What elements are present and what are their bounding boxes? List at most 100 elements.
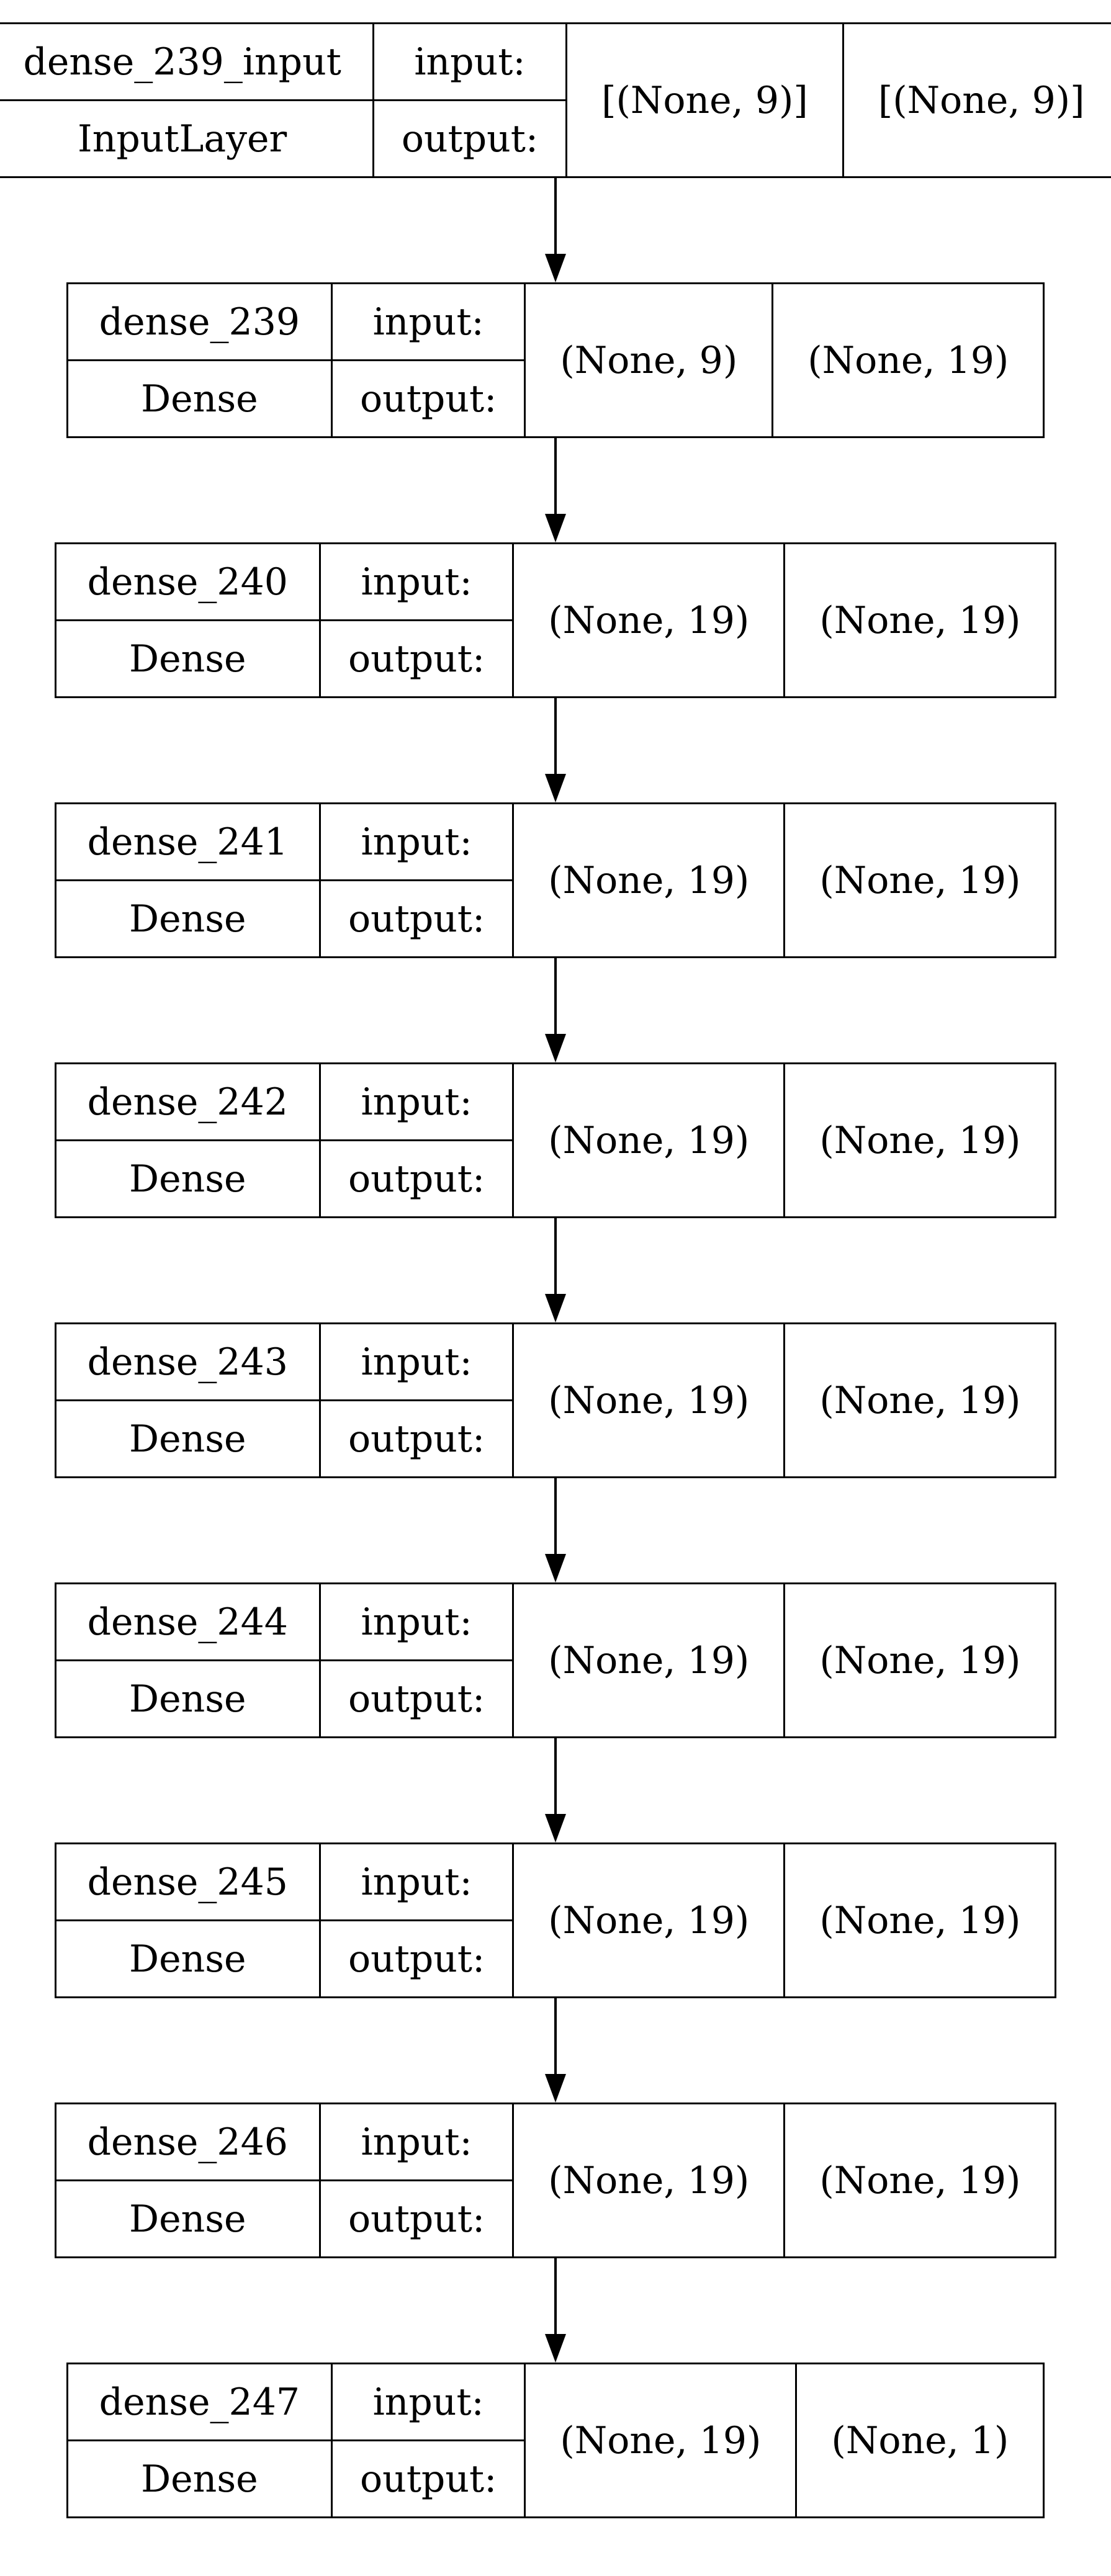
io-label-column: input: output: xyxy=(318,2104,513,2256)
io-label-column: input: output: xyxy=(318,1064,513,1216)
input-shape: (None, 19) xyxy=(512,1324,783,1476)
io-label-column: input: output: xyxy=(331,284,524,436)
edge-arrow xyxy=(545,438,566,542)
output-label: output: xyxy=(320,1139,513,1216)
layer-node-dense-241: dense_241 Dense input: output: (None, 19… xyxy=(54,802,1057,958)
input-label: input: xyxy=(361,560,472,604)
io-label-column: input: output: xyxy=(372,24,566,176)
input-shape: (None, 19) xyxy=(512,1584,783,1736)
output-shape: [(None, 9)] xyxy=(842,24,1111,176)
input-label: input: xyxy=(414,40,526,84)
layer-node-dense-246: dense_246 Dense input: output: (None, 19… xyxy=(54,2103,1057,2258)
arrowhead-icon xyxy=(545,2334,566,2363)
input-label: input: xyxy=(361,2120,472,2164)
layer-name-type-column: dense_244 Dense xyxy=(56,1584,319,1736)
layer-name: dense_246 xyxy=(87,2120,288,2164)
output-label: output: xyxy=(320,1659,513,1736)
input-shape: [(None, 9)] xyxy=(565,24,842,176)
input-label: input: xyxy=(372,300,484,344)
layer-type: Dense xyxy=(56,619,319,696)
layer-node-dense-240: dense_240 Dense input: output: (None, 19… xyxy=(54,542,1057,698)
layer-type: Dense xyxy=(56,879,319,956)
layer-node-dense-244: dense_244 Dense input: output: (None, 19… xyxy=(54,1582,1057,1738)
layer-node-dense-243: dense_243 Dense input: output: (None, 19… xyxy=(54,1322,1057,1478)
layer-name-type-column: dense_242 Dense xyxy=(56,1064,319,1216)
layer-name: dense_245 xyxy=(87,1860,288,1904)
input-label: input: xyxy=(372,2380,484,2424)
output-label: output: xyxy=(320,879,513,956)
layer-name: dense_241 xyxy=(87,820,288,864)
layer-name: dense_243 xyxy=(87,1340,288,1384)
edge-line xyxy=(554,1738,557,1815)
layer-name: dense_247 xyxy=(99,2380,300,2424)
input-label: input: xyxy=(361,1600,472,1644)
arrowhead-icon xyxy=(545,514,566,542)
edge-arrow xyxy=(545,1478,566,1582)
arrowhead-icon xyxy=(545,1034,566,1062)
input-shape: (None, 19) xyxy=(512,544,783,696)
layer-type: Dense xyxy=(56,2179,319,2256)
output-shape: (None, 19) xyxy=(783,804,1055,956)
layer-name-type-column: dense_239_input InputLayer xyxy=(0,24,372,176)
input-shape: (None, 19) xyxy=(524,2364,795,2516)
io-label-column: input: output: xyxy=(331,2364,524,2516)
io-label-column: input: output: xyxy=(318,544,513,696)
arrowhead-icon xyxy=(545,1554,566,1582)
input-shape: (None, 19) xyxy=(512,2104,783,2256)
input-label: input: xyxy=(361,1860,472,1904)
output-label: output: xyxy=(320,1399,513,1476)
edge-line xyxy=(554,2258,557,2335)
edge-line xyxy=(554,698,557,774)
layer-node-dense-245: dense_245 Dense input: output: (None, 19… xyxy=(54,1842,1057,1998)
layer-name: dense_239 xyxy=(99,300,300,344)
layer-node-dense-247: dense_247 Dense input: output: (None, 19… xyxy=(66,2363,1045,2518)
io-label-column: input: output: xyxy=(318,1324,513,1476)
arrowhead-icon xyxy=(545,254,566,282)
layer-node-dense-239-input: dense_239_input InputLayer input: output… xyxy=(0,22,1111,178)
layer-type: Dense xyxy=(56,1919,319,1996)
input-shape: (None, 19) xyxy=(512,1064,783,1216)
layer-name-type-column: dense_240 Dense xyxy=(56,544,319,696)
output-shape: (None, 19) xyxy=(783,544,1055,696)
output-shape: (None, 19) xyxy=(783,1844,1055,1996)
edge-line xyxy=(554,1998,557,2075)
output-label: output: xyxy=(320,619,513,696)
edge-arrow xyxy=(545,1738,566,1842)
output-label: output: xyxy=(320,1919,513,1996)
layer-type: Dense xyxy=(56,1399,319,1476)
edge-arrow xyxy=(545,1998,566,2103)
model-architecture-diagram: dense_239_input InputLayer input: output… xyxy=(0,22,1111,2518)
output-label: output: xyxy=(374,99,566,176)
layer-name-type-column: dense_243 Dense xyxy=(56,1324,319,1476)
edge-line xyxy=(554,958,557,1034)
edge-line xyxy=(554,178,557,254)
layer-name-type-column: dense_247 Dense xyxy=(68,2364,331,2516)
input-shape: (None, 19) xyxy=(512,804,783,956)
edge-arrow xyxy=(545,958,566,1062)
output-shape: (None, 19) xyxy=(783,1584,1055,1736)
layer-type: InputLayer xyxy=(0,99,372,176)
layer-type: Dense xyxy=(68,2439,331,2516)
layer-name-type-column: dense_245 Dense xyxy=(56,1844,319,1996)
input-shape: (None, 19) xyxy=(512,1844,783,1996)
layer-name: dense_242 xyxy=(87,1080,288,1124)
input-label: input: xyxy=(361,820,472,864)
edge-arrow xyxy=(545,698,566,802)
output-label: output: xyxy=(333,359,524,436)
edge-arrow xyxy=(545,2258,566,2363)
output-shape: (None, 19) xyxy=(783,2104,1055,2256)
edge-arrow xyxy=(545,1218,566,1322)
input-label: input: xyxy=(361,1340,472,1384)
output-shape: (None, 1) xyxy=(795,2364,1043,2516)
edge-line xyxy=(554,1478,557,1555)
layer-name: dense_239_input xyxy=(23,40,341,84)
layer-name: dense_240 xyxy=(87,560,288,604)
output-label: output: xyxy=(320,2179,513,2256)
arrowhead-icon xyxy=(545,1294,566,1322)
output-shape: (None, 19) xyxy=(783,1324,1055,1476)
io-label-column: input: output: xyxy=(318,1584,513,1736)
io-label-column: input: output: xyxy=(318,804,513,956)
arrowhead-icon xyxy=(545,2074,566,2103)
layer-name-type-column: dense_239 Dense xyxy=(68,284,331,436)
layer-type: Dense xyxy=(56,1139,319,1216)
